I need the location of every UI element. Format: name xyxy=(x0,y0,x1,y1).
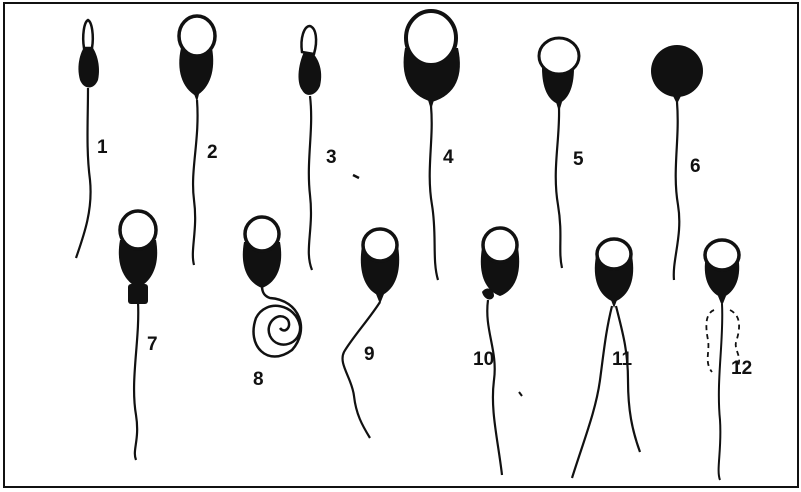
label-12: 12 xyxy=(731,358,752,379)
label-8: 8 xyxy=(253,369,264,390)
speck-1 xyxy=(353,175,359,178)
label-10: 10 xyxy=(473,349,494,370)
sperm-4 xyxy=(404,11,460,280)
sperm-2 xyxy=(179,16,215,265)
label-11: 11 xyxy=(612,349,633,370)
label-1: 1 xyxy=(97,137,108,158)
label-4: 4 xyxy=(443,147,454,168)
label-3: 3 xyxy=(326,147,337,168)
label-6: 6 xyxy=(690,156,701,177)
label-5: 5 xyxy=(573,149,584,170)
sperm-8 xyxy=(243,217,301,357)
sperm-3 xyxy=(299,26,322,270)
label-7: 7 xyxy=(147,334,158,355)
sperm-1 xyxy=(76,20,99,258)
label-2: 2 xyxy=(207,142,218,163)
sperm-9 xyxy=(343,229,400,438)
speck-2 xyxy=(519,392,522,396)
label-9: 9 xyxy=(364,344,375,365)
